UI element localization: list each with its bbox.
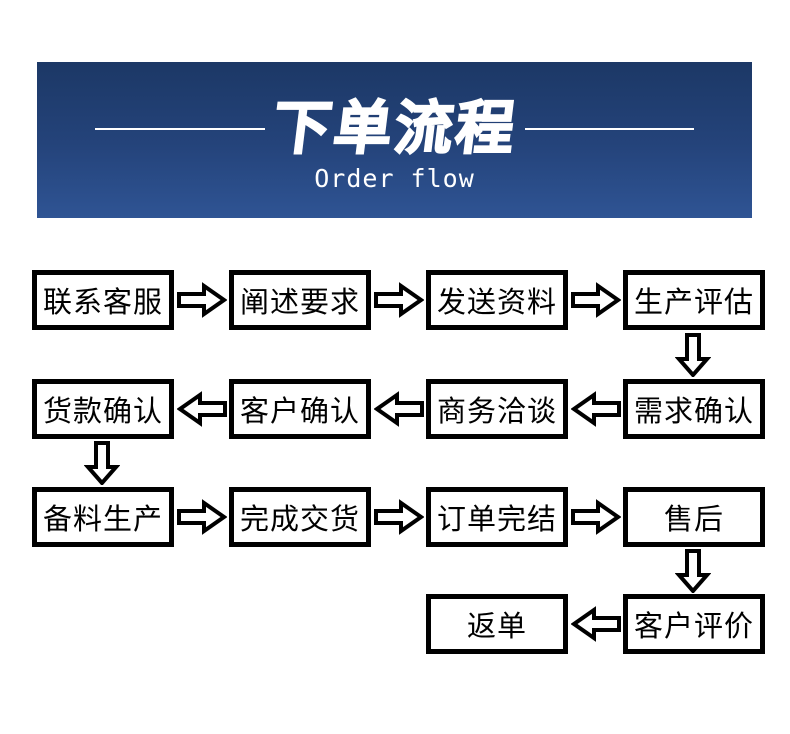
flow-node-business-talks: 商务洽谈	[426, 379, 568, 439]
flow-node-customer-review: 客户评价	[623, 594, 765, 654]
flow-node-production-eval: 生产评估	[623, 270, 765, 330]
arrow-down-icon	[675, 549, 711, 593]
flow-node-contact-service: 联系客服	[32, 270, 174, 330]
flow-node-send-materials: 发送资料	[426, 270, 568, 330]
title-divider-right	[524, 127, 695, 130]
page-subtitle: Order flow	[314, 163, 475, 193]
title-divider-left	[95, 127, 265, 130]
arrow-left-icon	[177, 391, 227, 427]
arrow-right-icon	[571, 499, 621, 535]
arrow-left-icon	[571, 606, 621, 642]
flow-node-payment-confirm: 货款确认	[32, 379, 174, 439]
flow-node-material-production: 备料生产	[32, 487, 174, 547]
title-row: 下单流程	[37, 95, 752, 162]
flow-node-repeat-order: 返单	[426, 594, 568, 654]
flow-node-state-requirements: 阐述要求	[229, 270, 371, 330]
flow-node-order-closed: 订单完结	[426, 487, 568, 547]
arrow-left-icon	[374, 391, 424, 427]
arrow-right-icon	[177, 282, 227, 318]
header-banner: 下单流程 Order flow	[37, 62, 752, 218]
flow-node-customer-confirm: 客户确认	[229, 379, 371, 439]
arrow-right-icon	[571, 282, 621, 318]
arrow-down-icon	[84, 441, 120, 485]
flow-node-complete-delivery: 完成交货	[229, 487, 371, 547]
arrow-right-icon	[374, 282, 424, 318]
flow-node-demand-confirm: 需求确认	[623, 379, 765, 439]
arrow-left-icon	[571, 391, 621, 427]
flow-node-after-sales: 售后	[623, 487, 765, 547]
arrow-right-icon	[374, 499, 424, 535]
arrow-right-icon	[177, 499, 227, 535]
arrow-down-icon	[675, 333, 711, 377]
